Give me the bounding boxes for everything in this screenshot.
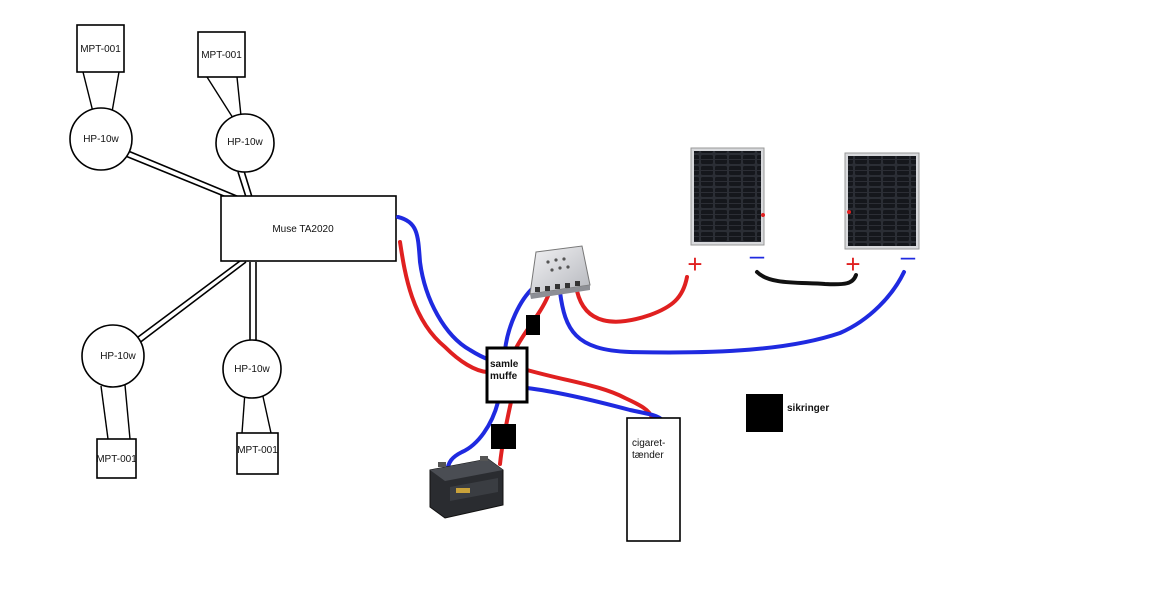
speaker-top-right: HP-10w	[215, 113, 275, 173]
speaker-bottom-right: HP-10w	[222, 339, 282, 399]
speaker-bottom-left: HP-10w	[81, 324, 145, 388]
svg-text:HP-10w: HP-10w	[100, 351, 136, 362]
svg-text:MPT-001: MPT-001	[237, 445, 278, 456]
svg-text:Muse TA2020: Muse TA2020	[272, 224, 334, 235]
tweeter-top-right: MPT-001	[197, 31, 246, 78]
tweeter-bottom-left: MPT-001	[96, 438, 137, 479]
speaker-top-left: HP-10w	[69, 107, 133, 171]
svg-text:HP-10w: HP-10w	[83, 134, 119, 145]
amplifier-box: Muse TA2020	[220, 195, 397, 262]
svg-text:cigaret-: cigaret-	[632, 438, 665, 449]
svg-text:MPT-001: MPT-001	[96, 454, 137, 465]
solar-panel-2	[844, 152, 920, 250]
panel-1-plus: +	[687, 249, 702, 279]
tweeter-bottom-right: MPT-001	[236, 432, 279, 475]
panel-1-minus: –	[750, 240, 765, 270]
cigarette-lighter-box: cigaret- tænder	[626, 417, 681, 542]
fuse-legend-square	[746, 394, 783, 432]
fuse-legend-label: sikringer	[787, 403, 829, 414]
svg-text:muffe: muffe	[490, 371, 518, 382]
panel-2-plus: +	[845, 249, 860, 279]
power-wires	[396, 215, 906, 474]
svg-text:MPT-001: MPT-001	[201, 50, 242, 61]
fuse-battery	[491, 424, 516, 449]
charge-controller-icon	[529, 245, 591, 299]
junction-box: samle muffe	[485, 346, 529, 404]
svg-text:tænder: tænder	[632, 450, 664, 461]
tweeter-wires	[82, 71, 272, 440]
svg-text:samle: samle	[490, 359, 519, 370]
svg-text:MPT-001: MPT-001	[80, 44, 121, 55]
battery-icon	[429, 456, 504, 519]
solar-panel-1	[690, 147, 765, 246]
fuse-controller	[526, 315, 540, 335]
svg-text:HP-10w: HP-10w	[234, 364, 270, 375]
speaker-wires	[120, 147, 257, 348]
svg-text:HP-10w: HP-10w	[227, 137, 263, 148]
panel-2-minus: –	[901, 241, 916, 271]
tweeter-top-left: MPT-001	[76, 24, 125, 73]
